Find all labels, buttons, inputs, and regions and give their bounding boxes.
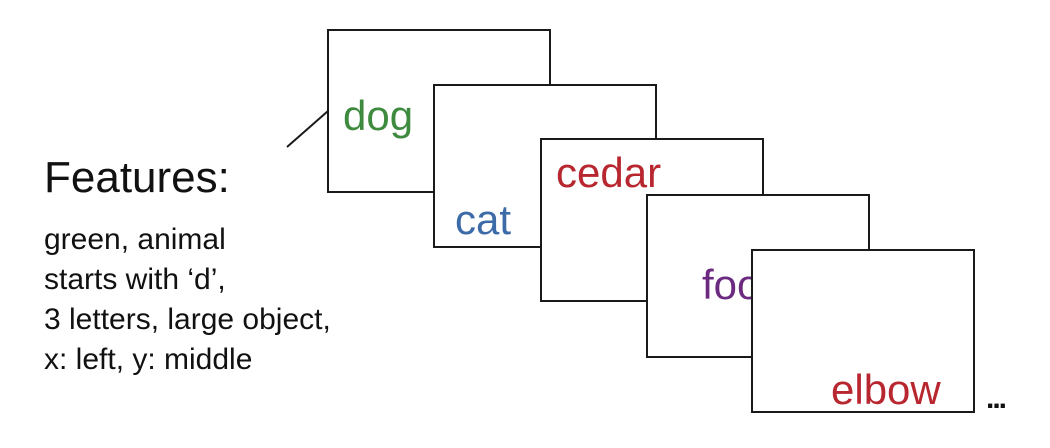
feature-line: x: left, y: middle <box>44 343 253 376</box>
feature-line: starts with ‘d’, <box>44 263 226 296</box>
features-list: green, animal starts with ‘d’, 3 letters… <box>44 220 331 380</box>
card-word: elbow <box>831 366 941 413</box>
feature-line: 3 letters, large object, <box>44 303 331 336</box>
feature-line: green, animal <box>44 223 226 256</box>
card-word: cedar <box>556 149 662 196</box>
ellipsis: ... <box>986 382 1007 415</box>
card-word: cat <box>455 196 512 243</box>
card-word: dog <box>343 92 414 139</box>
features-title: Features: <box>44 153 230 202</box>
card-elbow: elbow <box>751 249 975 413</box>
